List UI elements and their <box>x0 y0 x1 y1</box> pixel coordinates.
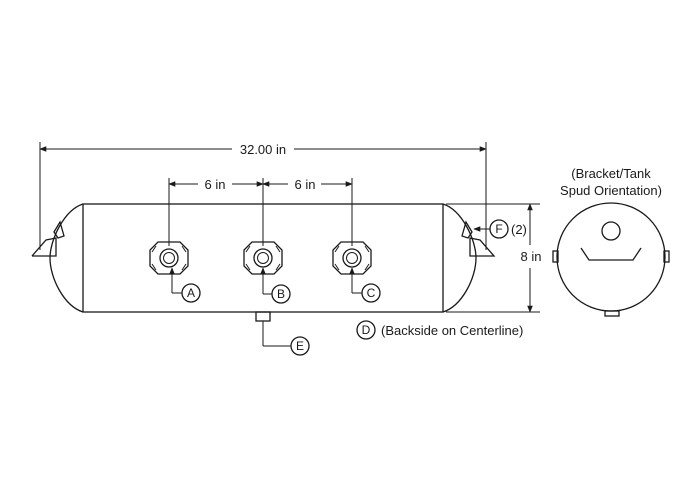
callout-b-letter: B <box>277 287 285 301</box>
end-view-title-line-1: (Bracket/Tank <box>571 166 651 181</box>
end-view-top-spud <box>601 221 621 241</box>
end-view-bottom-spud <box>604 310 620 317</box>
callout-d: D (Backside on Centerline) <box>356 320 523 340</box>
port-a <box>149 241 189 275</box>
callout-d-note: (Backside on Centerline) <box>381 323 523 338</box>
callout-c: C <box>349 267 381 303</box>
callout-a: A <box>169 267 201 303</box>
overall-length-dimension: 32.00 in <box>39 142 487 250</box>
port-b <box>243 241 283 275</box>
bottom-spud-e <box>255 311 271 322</box>
callout-f: F (2) <box>473 219 527 239</box>
height-dimension: 8 in <box>446 203 542 313</box>
callout-f-letter: F <box>495 222 502 236</box>
left-mounting-bracket <box>31 220 65 257</box>
end-view-bracket-outline <box>580 247 642 261</box>
end-view-title-line-2: Spud Orientation) <box>560 183 662 198</box>
overall-length-label: 32.00 in <box>240 142 286 157</box>
height-label: 8 in <box>521 249 542 264</box>
callout-f-quantity: (2) <box>511 222 527 237</box>
tank-left-end-cap <box>49 203 84 313</box>
port-c <box>332 241 372 275</box>
end-view-left-spud <box>552 250 559 263</box>
right-mounting-bracket <box>461 220 496 257</box>
callout-e-letter: E <box>296 339 304 353</box>
tank-right-end-cap <box>442 203 477 313</box>
callout-d-letter: D <box>362 323 371 337</box>
end-view-right-spud <box>663 250 670 263</box>
callout-a-letter: A <box>187 286 195 300</box>
tank-side-view <box>31 203 496 322</box>
port-spacing-dimension: 6 in 6 in <box>168 177 353 246</box>
tank-end-view: (Bracket/Tank Spud Orientation) <box>552 166 670 317</box>
end-view-circle <box>556 202 666 312</box>
callout-c-letter: C <box>367 286 376 300</box>
spacing-left-label: 6 in <box>205 177 226 192</box>
spacing-right-label: 6 in <box>295 177 316 192</box>
callout-b: B <box>260 267 291 304</box>
callout-e: E <box>262 321 310 356</box>
